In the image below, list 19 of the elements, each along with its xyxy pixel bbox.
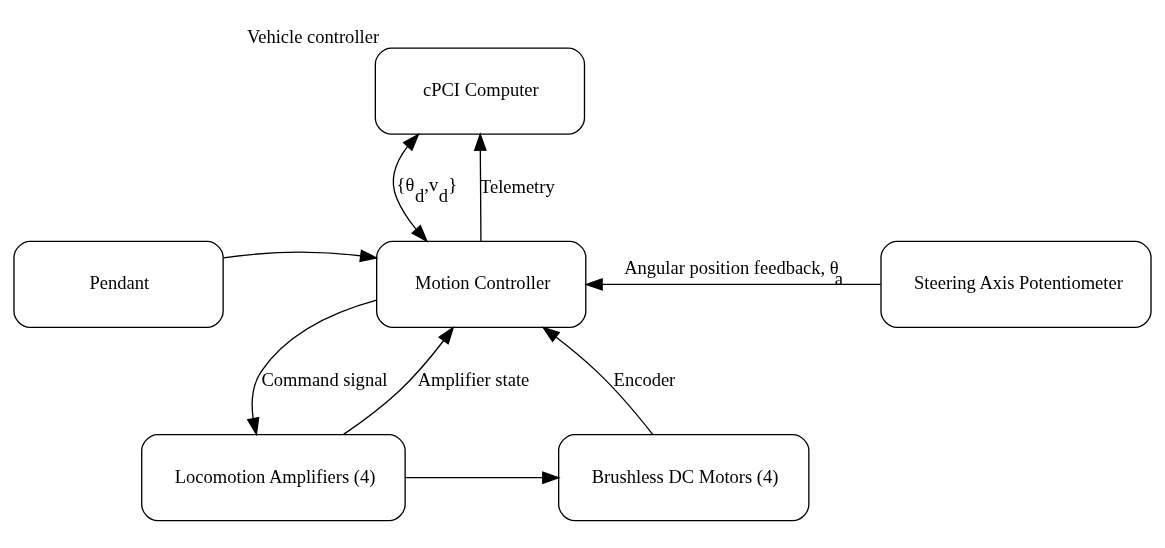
node-box: Pendant (13, 240, 224, 328)
edge-label: Amplifier state (417, 368, 530, 390)
edge-label: Command signal (261, 368, 388, 390)
arrow (584, 277, 882, 291)
arrow (392, 132, 429, 243)
arrow (473, 131, 487, 242)
node-box: cPCI Computer (374, 47, 586, 135)
arrow (541, 325, 654, 435)
arrow (404, 470, 561, 484)
arrow (246, 299, 378, 436)
node-label: Vehicle controller (246, 25, 380, 47)
node-box: Motion Controller (376, 240, 587, 328)
node-box: Brushless DC Motors (4) (558, 433, 810, 521)
arrow (342, 325, 455, 435)
arrow (222, 248, 379, 262)
edge-label: Telemetry (479, 175, 555, 197)
node-box: Locomotion Amplifiers (4) (141, 433, 406, 521)
node-box: Steering Axis Potentiometer (880, 240, 1152, 328)
edge-label: Encoder (613, 368, 676, 390)
